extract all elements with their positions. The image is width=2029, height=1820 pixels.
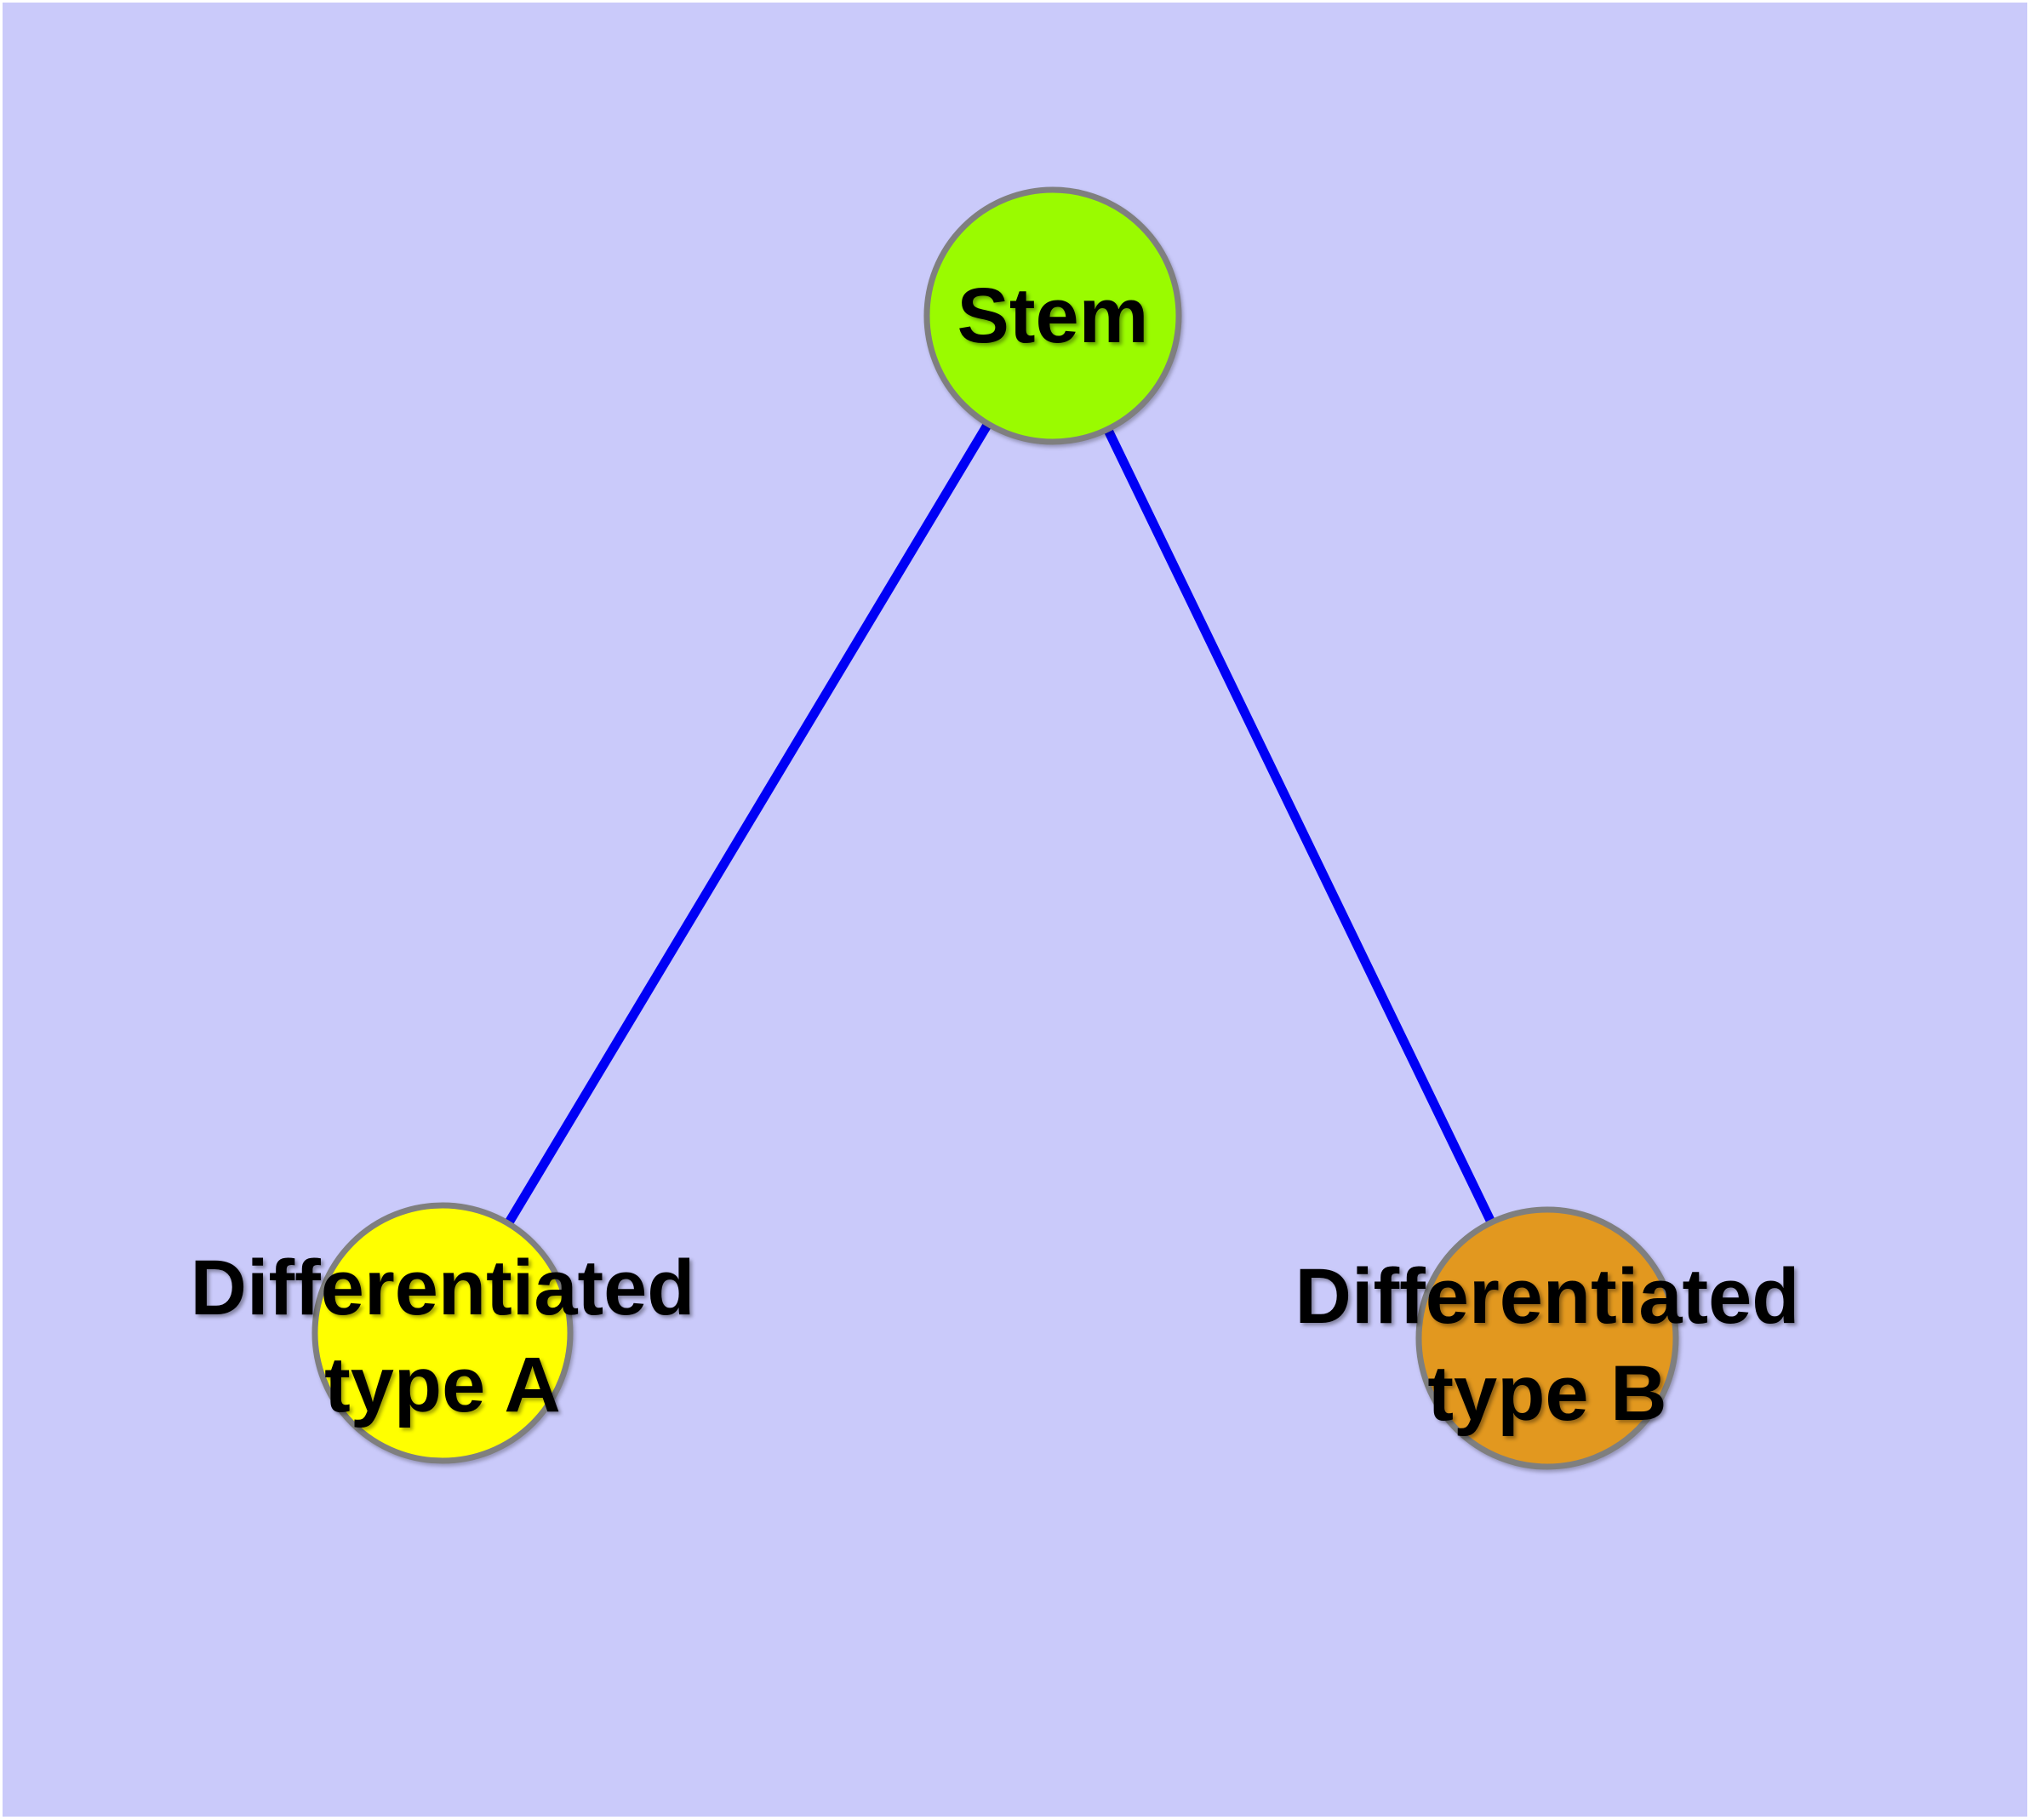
node-label-type-a: Differentiated type A — [102, 1239, 783, 1434]
node-label-type-a-line1: Differentiated — [190, 1245, 695, 1331]
node-circle-type-a — [311, 1202, 574, 1464]
node-label-type-b-line1: Differentiated — [1295, 1253, 1800, 1340]
node-label-type-b-line2: type B — [1427, 1350, 1667, 1437]
node-layer — [311, 186, 1679, 1470]
edge-layer — [438, 313, 1552, 1341]
node-circle-type-b — [1415, 1206, 1679, 1470]
node-circle-stem — [923, 186, 1182, 445]
node-label-stem-text: Stem — [957, 272, 1149, 359]
node-label-type-b: Differentiated type B — [1207, 1248, 1888, 1442]
node-label-stem: Stem — [797, 267, 1308, 364]
node-label-type-a-line2: type A — [324, 1342, 561, 1428]
edge-stem-to-type-a — [438, 313, 1057, 1336]
edge-stem-to-type-b — [1049, 313, 1552, 1341]
